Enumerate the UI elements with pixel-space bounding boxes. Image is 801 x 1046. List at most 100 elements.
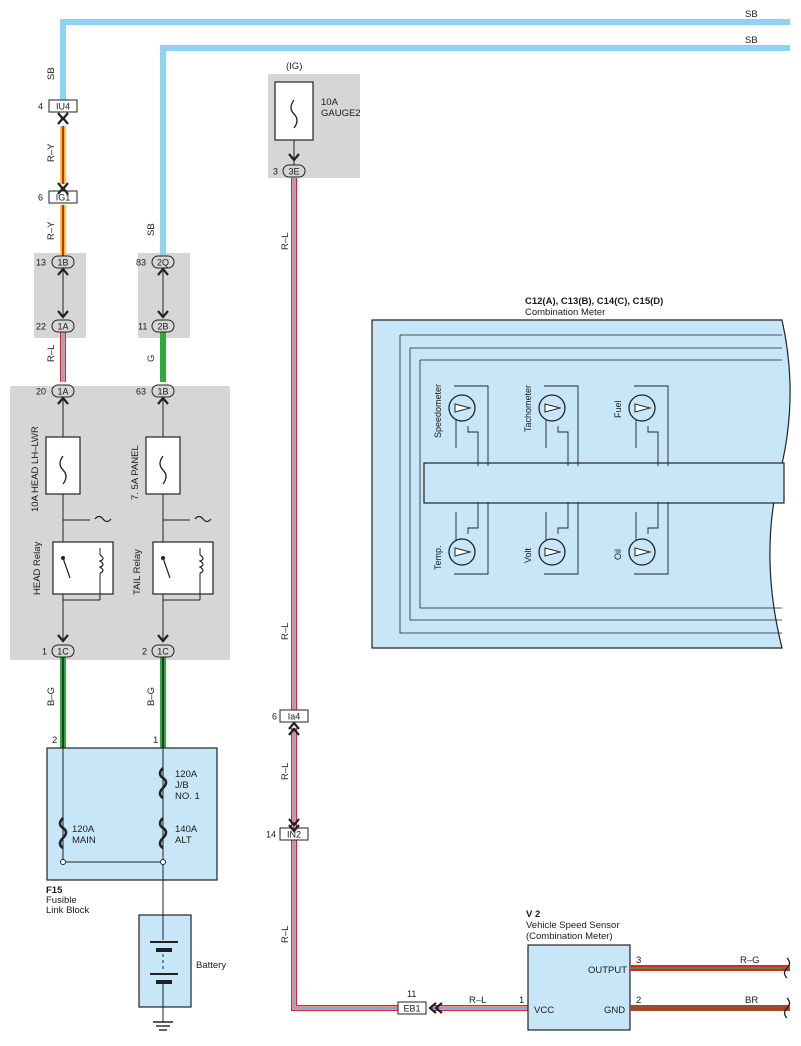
fl-main-name: MAIN [72, 835, 96, 846]
gauge-tachometer-label: Tachometer [523, 385, 533, 432]
bg-label-mid: B–G [146, 687, 157, 706]
gauge-oil-label: Oil [613, 549, 623, 560]
connector-pin: 4 [38, 102, 43, 112]
rg-label-output: R–G [740, 955, 760, 966]
connector-ia4: Ia4 6 [272, 709, 309, 723]
tail-relay-label: TAIL Relay [132, 549, 143, 595]
sb-wire-second [160, 45, 790, 262]
sb-label-top: SB [745, 9, 758, 20]
rl-label-ig-bottom: R–L [280, 926, 291, 943]
gauge2-name: GAUGE2 [321, 108, 361, 119]
sensor-vcc: VCC [534, 1005, 554, 1016]
gauge-oil-icon [628, 502, 669, 575]
connector-jb-1c-mid: 1C2 [142, 644, 175, 658]
connector-eb1: EB1 11 [397, 989, 427, 1015]
connector-iu4: IU4 4 [38, 99, 78, 113]
sensor-gnd: GND [604, 1005, 625, 1016]
tail-relay [152, 515, 214, 601]
rl-label-left: R–L [46, 345, 57, 362]
tail-fuse-label: 7. 5A PANEL [130, 445, 141, 500]
gauge2-fuse [274, 81, 314, 141]
gauge2-rating: 10A [321, 97, 339, 108]
sb-wire-top [60, 19, 790, 101]
connector-jb-3e: 3E3 [273, 164, 306, 178]
connector-name: EB1 [403, 1004, 420, 1014]
sensor-code: V 2 [526, 909, 540, 920]
connector-pin: 63 [136, 387, 146, 397]
sensor-vcc-pin: 1 [519, 995, 524, 1006]
connector-jb-1b-relay: 1B 63 [136, 384, 175, 398]
connector-name: Ia4 [288, 712, 301, 722]
gauge-volt-label: Volt [523, 547, 533, 563]
vehicle-speed-sensor [527, 944, 631, 1031]
fl-jb-name1: J/B [175, 780, 189, 791]
connector-pin: 6 [272, 712, 277, 722]
connector-pin: 13 [36, 258, 46, 268]
sensor-title: Vehicle Speed Sensor [526, 920, 619, 931]
fl-pin-right: 1 [153, 735, 158, 746]
sb-label-left: SB [46, 67, 57, 80]
connector-chevron-icon [157, 310, 169, 319]
connector-name: 1C [57, 647, 69, 657]
meter-codes: C12(A), C13(B), C14(C), C15(D) [525, 296, 663, 307]
connector-name: 2Q [157, 258, 169, 268]
fl-alt-name: ALT [175, 835, 192, 846]
fl-alt-rating: 140A [175, 824, 198, 835]
connector-chevron-icon [57, 116, 69, 125]
combination-meter [371, 319, 791, 649]
battery [138, 914, 192, 1008]
gauge-temp-icon [448, 502, 489, 575]
gauge-speedometer-icon [448, 385, 489, 466]
connector-name: 1B [157, 387, 168, 397]
connector-chevron-icon [57, 310, 69, 319]
connector-pin: 1 [42, 647, 47, 657]
fl-main-rating: 120A [72, 824, 95, 835]
ry-label-upper: R–Y [46, 143, 57, 162]
connector-chevron-icon [288, 818, 300, 827]
connector-pin: 11 [407, 989, 416, 999]
main-fusible-link [58, 817, 68, 850]
sb-label-mid: SB [146, 223, 157, 236]
rl-label-ig-upper: R–L [280, 233, 291, 250]
relay-box [10, 386, 230, 660]
rl-label-sensor: R–L [469, 995, 486, 1006]
connector-pin: 3 [273, 167, 278, 177]
connector-pin: 11 [138, 322, 147, 332]
connector-chevron-icon [57, 186, 69, 195]
connector-name: 2B [157, 322, 168, 332]
connector-name: 1A [57, 387, 68, 397]
gauge-temp-label: Temp. [433, 545, 443, 570]
fl-jb-rating: 120A [175, 769, 198, 780]
gauge-speedometer-label: Speedometer [433, 384, 443, 438]
connector-jb-2b: 2B 11 [138, 319, 175, 333]
sensor-output: OUTPUT [588, 965, 627, 976]
fl-title2: Link Block [46, 905, 90, 916]
ground-icon [153, 1021, 173, 1031]
connector-chevron-icon [157, 396, 169, 405]
connector-chevron-icon [288, 153, 300, 162]
connector-chevron-icon [157, 634, 169, 643]
connector-chevron-icon [434, 1002, 443, 1014]
connector-jb-2q: 2Q 83 [136, 255, 175, 269]
connector-chevron-icon [288, 721, 300, 730]
connector-chevron-icon [57, 267, 69, 276]
ry-label-lower: R–Y [46, 221, 57, 240]
connector-pin: 6 [38, 193, 43, 203]
head-fuse [45, 436, 81, 495]
rl-wire-ig [291, 178, 528, 1011]
connector-chevron-icon [157, 267, 169, 276]
gauge-volt-icon [538, 502, 579, 575]
fusible-link-block [46, 747, 218, 881]
connector-pin: 83 [136, 258, 146, 268]
connector-name: 1A [57, 322, 68, 332]
fl-title1: Fusible [46, 895, 77, 906]
connector-chevron-icon [57, 396, 69, 405]
connector-name: IU4 [56, 102, 70, 112]
sb-label-second: SB [745, 35, 758, 46]
tail-fuse [145, 436, 181, 495]
head-relay [52, 515, 114, 601]
sensor-gnd-pin: 2 [636, 995, 641, 1006]
